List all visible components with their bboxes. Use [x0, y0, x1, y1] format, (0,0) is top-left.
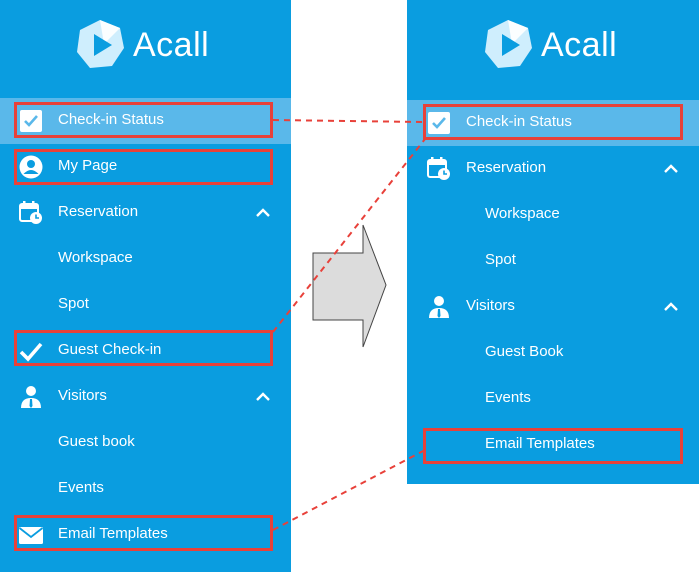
- connector-check-in-status: [272, 119, 424, 123]
- sidebar-after: Acall Check-in Status Reservation Worksp…: [407, 0, 699, 484]
- highlight-box-email-templates-after: [423, 428, 683, 464]
- nav-label: Events: [58, 479, 104, 496]
- nav-spot[interactable]: Spot: [0, 282, 291, 328]
- nav-spot[interactable]: Spot: [407, 238, 699, 284]
- acall-logo: Acall: [0, 18, 291, 74]
- acall-logo: Acall: [407, 18, 699, 74]
- acall-logo-icon: [77, 20, 124, 68]
- highlight-box-check-in-status-before: [14, 102, 273, 138]
- nav-guest-check-in[interactable]: Guest Check-in: [0, 328, 291, 374]
- chevron-up-icon[interactable]: [255, 389, 271, 405]
- right-arrow-icon: [312, 224, 387, 348]
- chevron-up-icon[interactable]: [663, 161, 679, 177]
- nav-label: Events: [485, 389, 531, 406]
- nav-label: Spot: [485, 251, 516, 268]
- highlight-box-guest-check-in: [14, 330, 273, 366]
- connector-guest-check-in: [272, 138, 426, 333]
- nav-workspace[interactable]: Workspace: [407, 192, 699, 238]
- calendar-clock-icon: [427, 157, 450, 180]
- envelope-icon: [18, 527, 44, 544]
- nav-label: Visitors: [58, 387, 107, 404]
- checkbox-icon: [20, 110, 42, 132]
- nav-label: Check-in Status: [466, 113, 572, 130]
- nav-email-templates[interactable]: Email Templates: [0, 512, 291, 558]
- highlight-box-check-in-status-after: [423, 104, 683, 140]
- acall-logo-icon: [485, 20, 532, 68]
- nav-label: Guest book: [58, 433, 135, 450]
- nav-label: Guest Check-in: [58, 341, 162, 358]
- nav-label: Spot: [58, 295, 89, 312]
- nav-label: My Page: [58, 157, 118, 174]
- nav-email-templates[interactable]: Email Templates: [407, 422, 699, 468]
- nav-label: Workspace: [485, 205, 560, 222]
- user-circle-icon: [19, 155, 43, 179]
- nav-label: Visitors: [466, 297, 515, 314]
- nav-label: Guest Book: [485, 343, 564, 360]
- nav-visitors[interactable]: Visitors: [0, 374, 291, 420]
- sidebar-before: Acall Check-in Status My Page Reservatio…: [0, 0, 291, 572]
- nav-guest-book[interactable]: Guest book: [0, 420, 291, 466]
- nav-reservation[interactable]: Reservation: [0, 190, 291, 236]
- nav-my-page[interactable]: My Page: [0, 144, 291, 190]
- calendar-clock-icon: [19, 201, 42, 224]
- nav-label: Check-in Status: [58, 111, 164, 128]
- highlight-box-my-page: [14, 149, 273, 185]
- visitor-icon: [21, 386, 41, 408]
- nav-events[interactable]: Events: [407, 376, 699, 422]
- nav-label: Workspace: [58, 249, 133, 266]
- chevron-up-icon[interactable]: [255, 205, 271, 221]
- nav-guest-book[interactable]: Guest Book: [407, 330, 699, 376]
- checkbox-icon: [428, 112, 450, 134]
- connector-email-templates: [272, 449, 426, 531]
- logo-text: Acall: [133, 26, 210, 64]
- checkmark-icon: [19, 342, 43, 362]
- nav-visitors[interactable]: Visitors: [407, 284, 699, 330]
- highlight-box-email-templates-before: [14, 515, 273, 551]
- chevron-up-icon[interactable]: [663, 299, 679, 315]
- nav-reservation[interactable]: Reservation: [407, 146, 699, 192]
- visitor-icon: [429, 296, 449, 318]
- nav-workspace[interactable]: Workspace: [0, 236, 291, 282]
- logo-text: Acall: [541, 26, 618, 64]
- nav-events[interactable]: Events: [0, 466, 291, 512]
- nav-label: Email Templates: [485, 435, 595, 452]
- nav-label: Reservation: [466, 159, 547, 176]
- nav-label: Reservation: [58, 203, 139, 220]
- nav-label: Email Templates: [58, 525, 168, 542]
